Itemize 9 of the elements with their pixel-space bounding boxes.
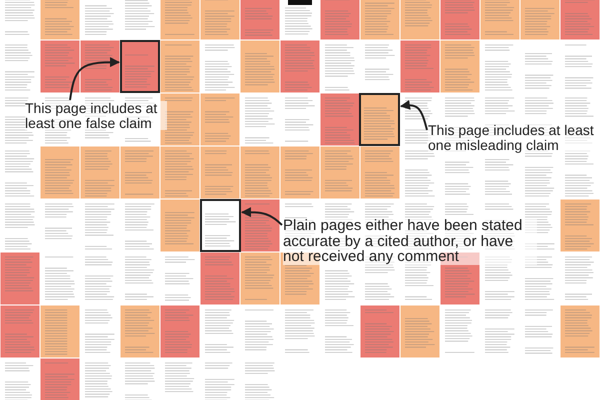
arrow [241, 207, 283, 226]
page-thumbnail [200, 199, 241, 252]
page-thumbnail [120, 40, 160, 93]
annotation-text: This page includes at least one misleading claim [428, 123, 594, 152]
annotation-text: Plain pages either have been stated accurate by a cited author, or have not received any comment [283, 218, 537, 264]
arrow [69, 57, 120, 100]
annotation-text: This page includes at least one false claim [25, 101, 167, 130]
arrow [400, 100, 428, 130]
page-thumbnail [359, 93, 400, 146]
